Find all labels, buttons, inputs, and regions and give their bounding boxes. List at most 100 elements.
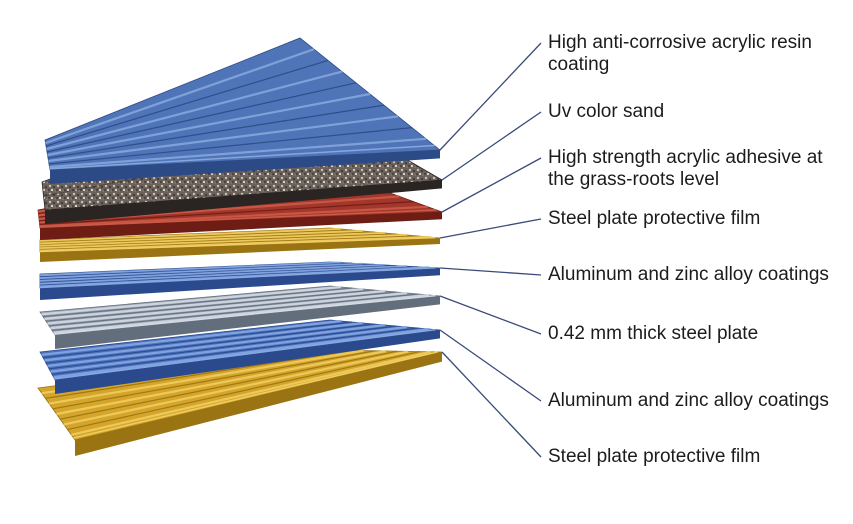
leader-line-alu-zinc-lower: [439, 329, 542, 402]
label-text: Uv color sand: [548, 101, 665, 122]
corrugation-rib: [45, 59, 329, 147]
corrugation-rib: [39, 261, 342, 277]
layer-top-acrylic-coating: [44, 37, 442, 184]
corrugation-rib: [48, 115, 399, 163]
corrugation-rib: [46, 82, 357, 153]
corrugation-rib: [47, 104, 385, 159]
corrugation-rib: [67, 351, 420, 431]
corrugation-rib: [39, 262, 353, 278]
corrugation-rib: [51, 293, 419, 331]
sheet-highlight: [39, 209, 437, 229]
layer-alu-zinc-lower: [39, 319, 441, 394]
leader-line-top-acrylic-coating: [439, 42, 542, 151]
layer-alu-zinc-upper: [39, 261, 441, 300]
corrugation-rib: [39, 263, 375, 281]
corrugation-rib: [42, 321, 353, 359]
layer-front-edge: [40, 268, 440, 300]
leader-line-acrylic-adhesive: [441, 157, 542, 213]
sheet-highlight: [73, 351, 438, 439]
corrugation-rib: [50, 291, 408, 330]
corrugation-rib: [45, 48, 315, 145]
corrugation-rib: [51, 327, 419, 375]
layer-front-edge: [75, 352, 442, 456]
sheet-highlight: [54, 328, 436, 380]
leader-line-protective-film-lower: [441, 351, 542, 458]
label-text: the grass-roots level: [548, 169, 720, 190]
leader-lines: [439, 42, 542, 458]
layer-front-edge: [50, 150, 440, 184]
corrugation-rib: [39, 263, 386, 283]
corrugation-rib: [39, 233, 397, 248]
layer-protective-film-lower: [37, 349, 443, 456]
layer-label-protective-film-upper: Steel plate protective film: [548, 208, 848, 230]
leader-line-uv-color-sand: [441, 111, 542, 181]
corrugation-rib: [49, 137, 427, 169]
corrugation-rib: [39, 201, 414, 225]
label-text: coating: [548, 54, 610, 75]
layer-front-edge: [40, 238, 440, 262]
corrugation-rib: [52, 350, 375, 410]
corrugation-rib: [47, 289, 386, 325]
label-text: Aluminum and zinc alloy coatings: [548, 264, 829, 285]
corrugation-rib: [48, 127, 413, 165]
leader-line-protective-film-upper: [439, 218, 542, 239]
corrugation-rib: [45, 323, 375, 364]
corrugation-rib: [47, 92, 371, 157]
sheet-highlight: [54, 294, 436, 335]
corrugation-rib: [39, 265, 408, 285]
corrugation-rib: [56, 349, 387, 416]
corrugation-rib: [48, 325, 397, 370]
corrugation-rib: [39, 227, 342, 243]
corrugation-rib: [39, 265, 397, 283]
corrugation-rib: [39, 231, 386, 248]
corrugation-rib: [53, 293, 430, 334]
sheet-highlight: [39, 236, 436, 253]
corrugation-rib: [41, 285, 342, 316]
layer-top-surface: [44, 37, 442, 171]
corrugation-rib: [48, 291, 397, 327]
sheet-highlight: [49, 144, 435, 170]
corrugation-rib: [63, 350, 409, 426]
layer-label-steel-plate: 0.42 mm thick steel plate: [548, 323, 848, 345]
corrugation-rib: [39, 229, 353, 243]
corrugation-rib: [45, 289, 375, 322]
corrugation-rib: [39, 231, 375, 246]
layer-label-alu-zinc-upper: Aluminum and zinc alloy coatings: [548, 264, 848, 286]
corrugation-rib: [71, 350, 432, 436]
label-text: High anti-corrosive acrylic resin: [548, 32, 812, 53]
corrugation-rib: [39, 205, 428, 228]
corrugation-rib: [41, 319, 342, 356]
sheet-highlight: [39, 267, 436, 289]
label-text: Steel plate protective film: [548, 446, 761, 467]
leader-line-steel-plate: [439, 295, 542, 335]
layer-front-edge: [55, 296, 440, 349]
layer-front-edge: [45, 180, 442, 224]
corrugation-rib: [47, 323, 386, 368]
label-text: High strength acrylic adhesive at: [548, 147, 823, 168]
layer-group: [37, 37, 444, 456]
label-text: Steel plate protective film: [548, 208, 761, 229]
layer-front-edge: [55, 330, 440, 394]
corrugation-rib: [50, 325, 408, 373]
corrugation-rib: [44, 321, 364, 362]
layer-label-protective-film-lower: Steel plate protective film: [548, 446, 848, 468]
layer-label-uv-color-sand: Uv color sand: [548, 101, 848, 123]
leader-line-alu-zinc-upper: [439, 267, 542, 276]
layer-steel-plate: [39, 285, 441, 349]
corrugation-rib: [44, 287, 364, 320]
corrugation-rib: [42, 287, 353, 318]
layer-protective-film-upper: [39, 227, 441, 262]
corrugation-rib: [60, 350, 398, 420]
layer-front-edge: [40, 212, 442, 240]
label-text: 0.42 mm thick steel plate: [548, 323, 759, 344]
corrugation-rib: [39, 235, 419, 251]
corrugation-rib: [39, 229, 364, 245]
label-text: Aluminum and zinc alloy coatings: [548, 390, 829, 411]
corrugation-rib: [53, 327, 430, 379]
corrugation-rib: [48, 349, 364, 405]
corrugation-rib: [46, 70, 343, 151]
